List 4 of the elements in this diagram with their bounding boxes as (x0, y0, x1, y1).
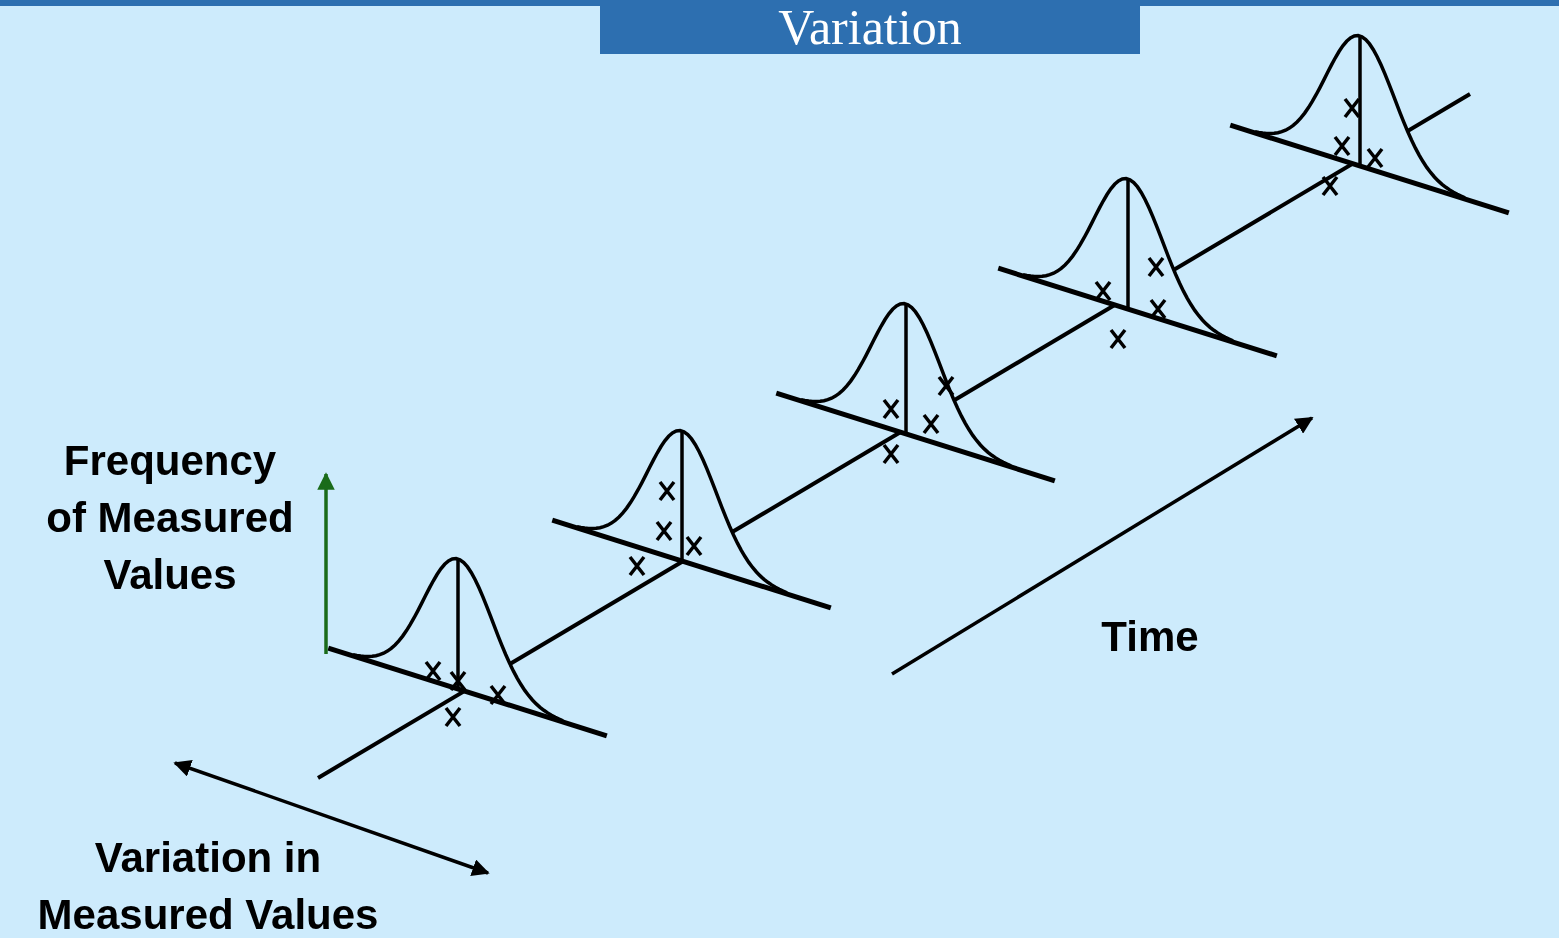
title: Variation (600, 6, 1140, 54)
axis-label: Frequency of Measured Values (45, 436, 295, 600)
axis-label: Variation in Measured Values (36, 833, 380, 938)
axis-label: Time (1100, 612, 1200, 662)
